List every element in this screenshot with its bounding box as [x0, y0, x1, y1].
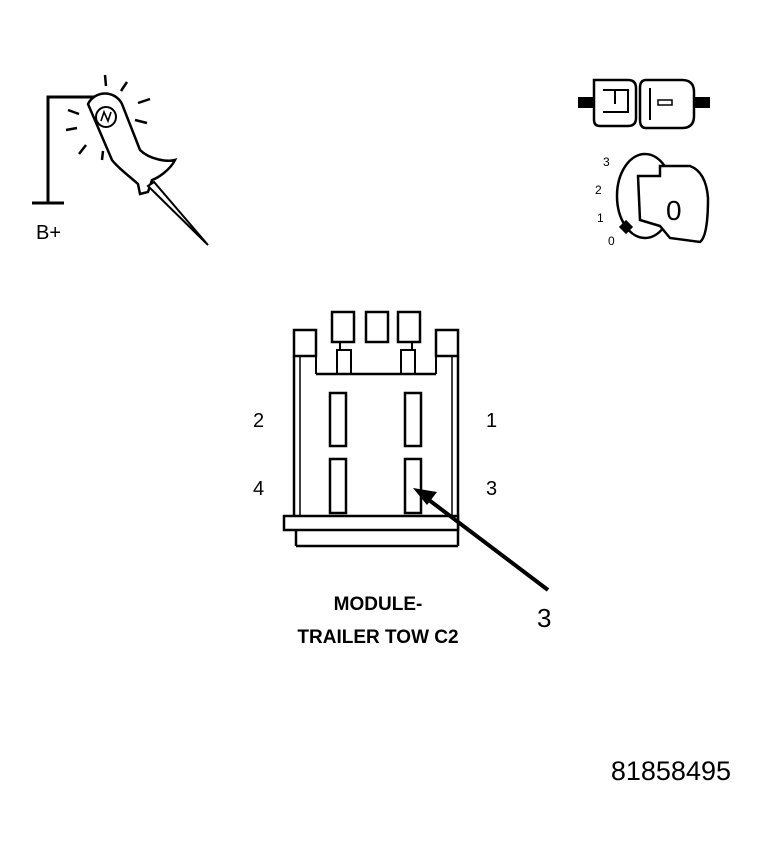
ignition-position-1: 1: [597, 211, 604, 225]
pin-label-1: 1: [486, 410, 497, 432]
pin-cavity-4: [328, 457, 348, 515]
pin-cavity-2: [328, 391, 348, 448]
figure-id: 81858495: [611, 756, 731, 786]
connector-c2-face: [282, 310, 460, 548]
ignition-position-3: 3: [603, 155, 610, 169]
pin-cavity-1: [403, 391, 423, 448]
connector-title-line2: TRAILER TOW C2: [297, 627, 458, 648]
callout-arrow: [413, 488, 550, 592]
connector-title-line1: MODULE-: [334, 594, 423, 615]
pin-cavity-3: [403, 457, 423, 515]
test-light-probe-icon: [32, 74, 209, 246]
b-plus-label: B+: [36, 222, 61, 244]
pin-label-2: 2: [253, 410, 264, 432]
ignition-key-position-label: 0: [666, 195, 682, 226]
ignition-key-icon: [615, 152, 710, 244]
pin-label-3: 3: [486, 478, 497, 500]
pin-label-4: 4: [253, 478, 264, 500]
ignition-position-0: 0: [608, 234, 615, 248]
callout-label: 3: [537, 603, 551, 633]
ignition-position-2: 2: [595, 183, 602, 197]
disconnected-connector-icon: [578, 78, 710, 130]
